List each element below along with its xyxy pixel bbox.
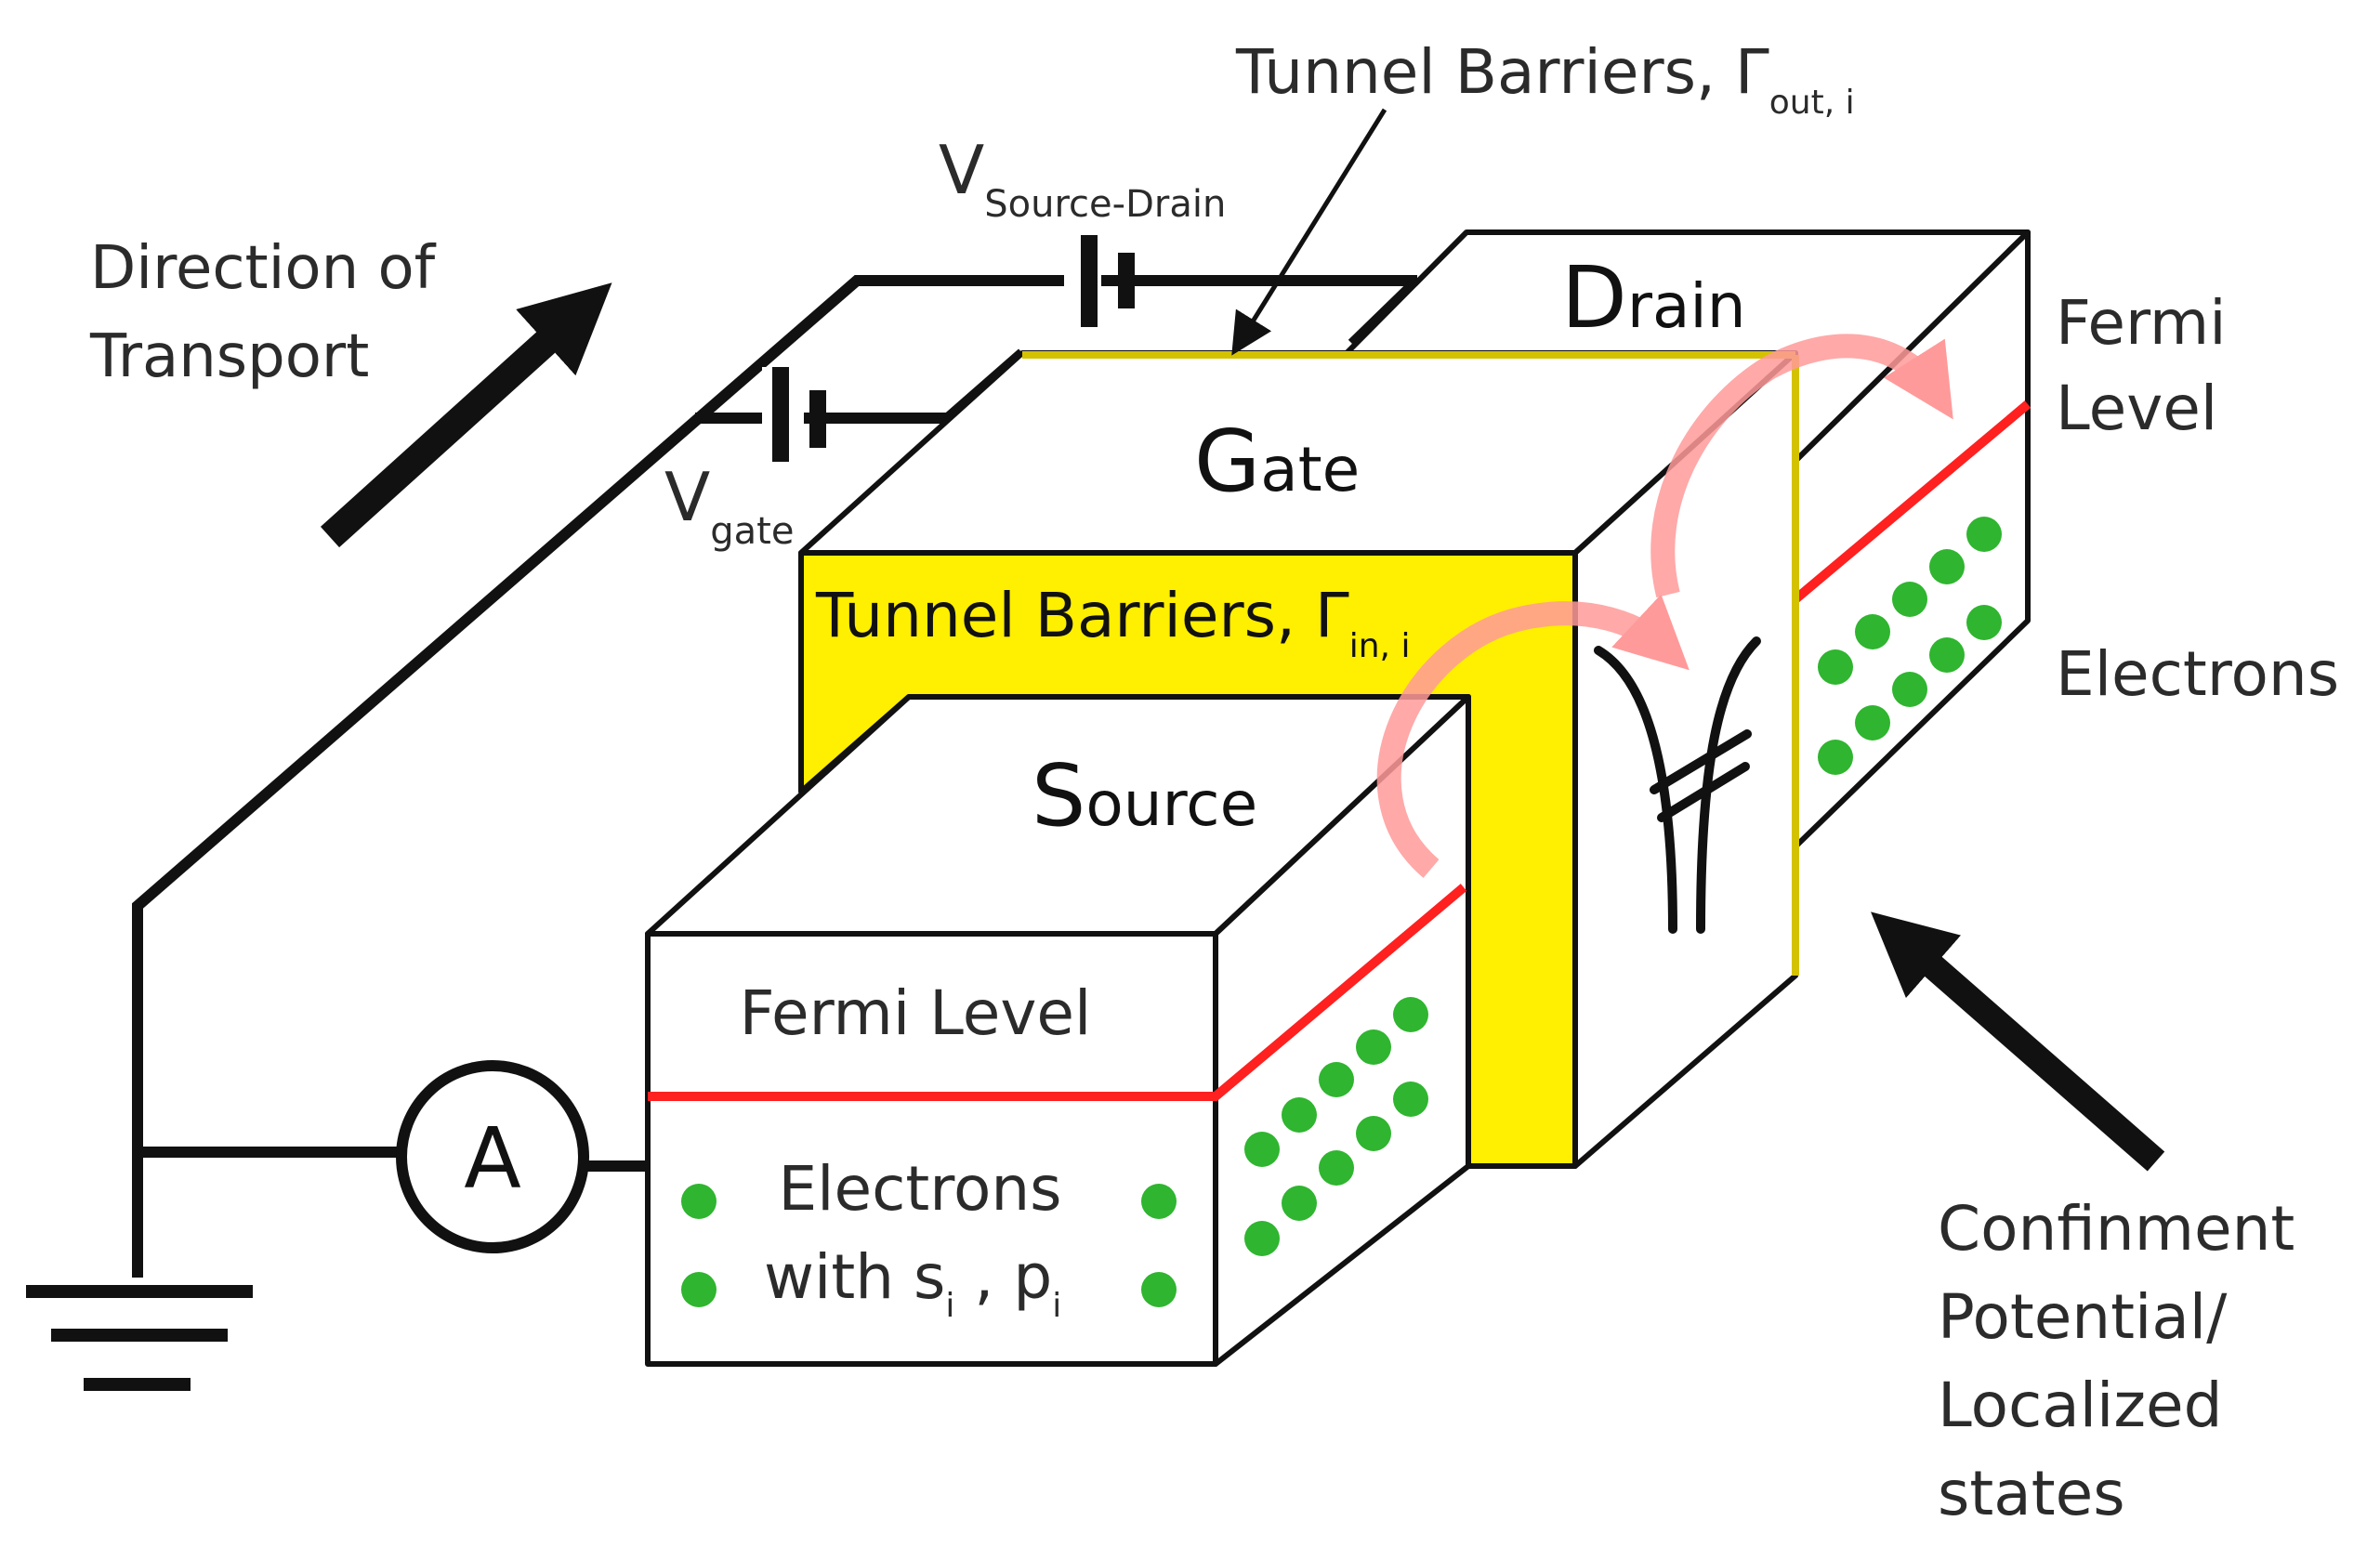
gate-rest: ate [1260,434,1360,505]
drain-electrons-label: Electrons [2056,638,2339,710]
tunnel-barrier-out-pointer [1231,108,1387,356]
vsd-label: VSource-Drain [939,131,1226,226]
source-block [645,694,1471,1367]
ammeter: A [396,1060,589,1253]
source-side-electrons [1244,997,1428,1256]
source-label: Source [1032,746,1257,846]
source-electrons-spin-label: with si , pi [764,1241,1061,1325]
vgate-label: Vgate [664,458,794,553]
tunnel-arrow-out [1650,334,1953,598]
confinement-label-line1: Confinment [1938,1193,2295,1265]
tunnel-barrier-out-label: Tunnel Barriers, Γout, i [1235,36,1855,122]
drain-fermi-label-line1: Fermi [2056,287,2227,359]
vsd-main: V [939,131,984,209]
electrons-with-s: with s [764,1241,945,1313]
ground-symbol [26,1285,253,1391]
drain-electrons [1818,517,2002,775]
source-fermi-label: Fermi Level [740,977,1092,1049]
source-front-electrons [681,1184,1177,1307]
source-initial: S [1032,746,1085,846]
vgate-main: V [664,458,710,536]
gate-label: Gate [1194,412,1360,511]
vgate-sub: gate [710,510,794,553]
direction-arrow [320,282,612,548]
tb-out-sub: out, i [1769,84,1855,122]
tb-out-main: Tunnel Barriers, Γ [1235,36,1769,108]
confinement-label-line2: Potential/ [1938,1281,2228,1353]
vsd-battery-symbol [1064,228,1135,339]
tb-in-main: Tunnel Barriers, Γ [815,580,1349,651]
electrons-p: , p [954,1241,1052,1313]
source-electrons-label: Electrons [778,1153,1061,1225]
tunnel-barrier-in-label: Tunnel Barriers, Γin, i [815,580,1410,665]
drain-fermi-label-line2: Level [2056,373,2217,444]
confinement-label-line4: states [1938,1458,2125,1529]
electrons-sub-i1: i [945,1287,954,1325]
tunnel-arrow-in [1376,594,1690,878]
direction-label-line2: Transport [89,322,369,391]
drain-initial: D [1561,248,1627,347]
confinement-label-line3: Localized [1938,1370,2223,1441]
gate-initial: G [1194,412,1260,511]
ammeter-label: A [464,1110,521,1208]
ground-wire [132,275,1417,1278]
electrons-sub-i2: i [1052,1287,1061,1325]
drain-label: Drain [1561,248,1746,347]
direction-label-line1: Direction of [90,234,437,303]
source-front-face [645,931,1218,1367]
vsd-sub: Source-Drain [984,183,1226,226]
confinement-arrow [1871,911,2165,1172]
drain-rest: rain [1627,270,1746,342]
source-rest: ource [1085,768,1257,840]
tb-in-sub: in, i [1349,627,1411,665]
drain-fermi-line [1781,400,2032,612]
vgate-battery-symbol [762,367,826,469]
tunneling-arrows [1376,334,1953,878]
source-fermi-line [648,884,1467,1101]
